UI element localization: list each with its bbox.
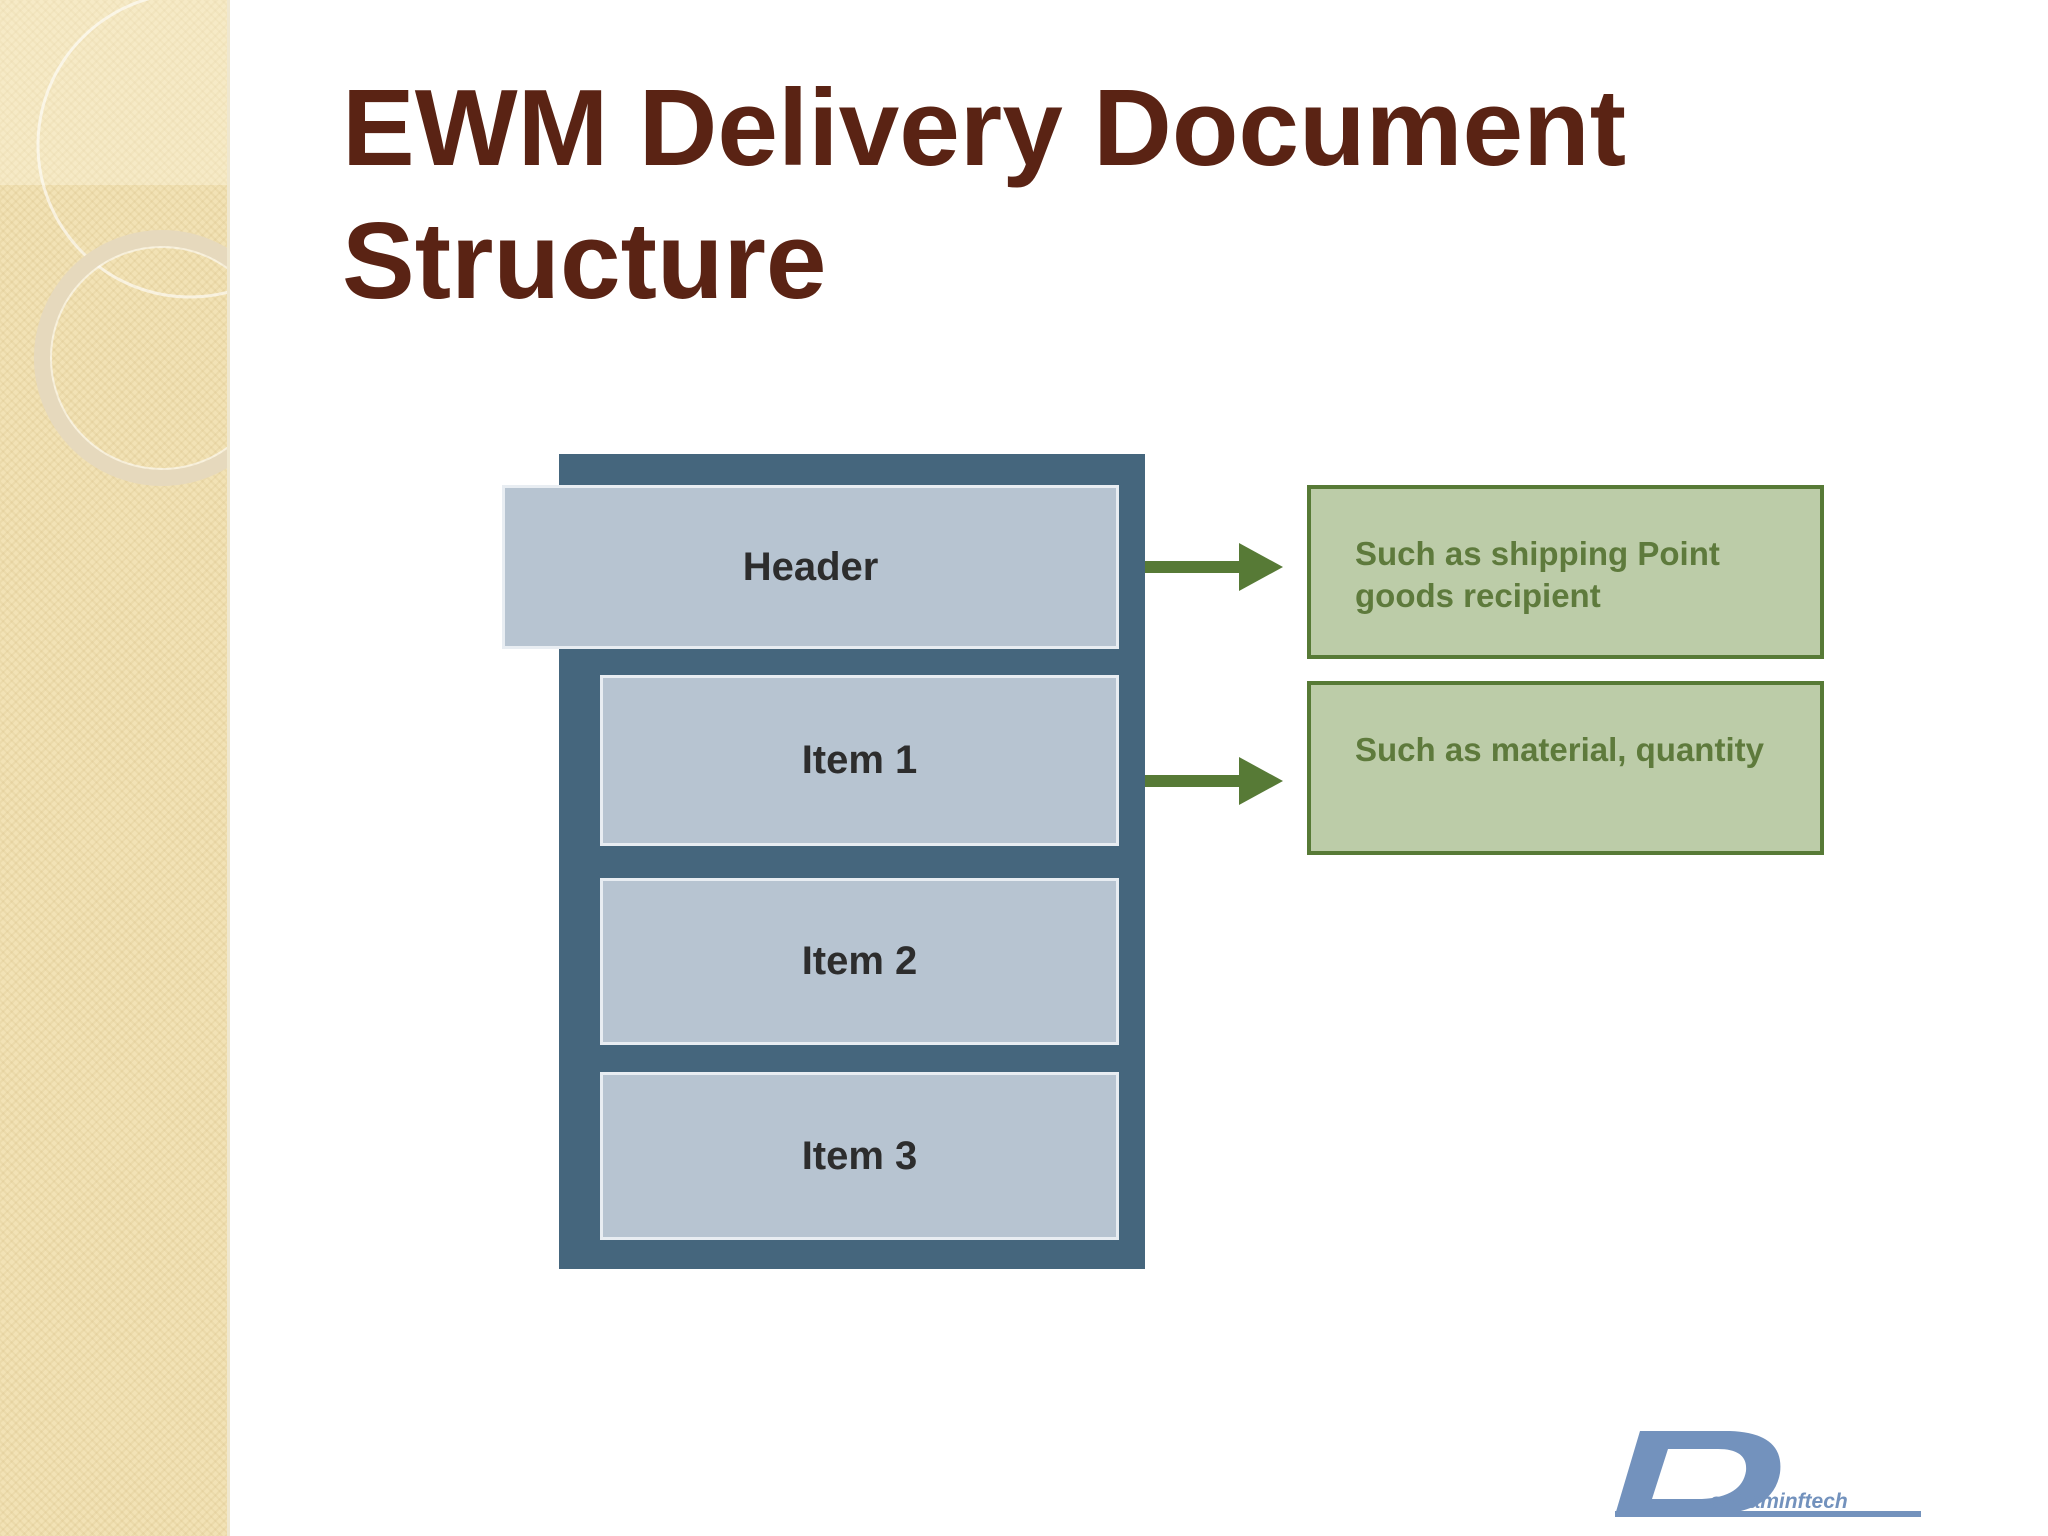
item-label: Item 3 <box>801 1133 918 1178</box>
company-logo: aniraminftech <box>1615 1431 1921 1517</box>
item-label: Item 1 <box>801 738 918 782</box>
item-note-text: Such as material, quantity <box>1355 731 1764 768</box>
logo-text: aniraminftech <box>1710 1490 1848 1513</box>
slide-title: EWM Delivery Document Structure <box>342 67 1627 322</box>
header-note-box: Such as shipping Point goods recipient <box>1307 485 1824 659</box>
item-box-1: Item 1 <box>600 675 1119 846</box>
decorative-circles-icon <box>34 0 227 486</box>
item-label: Item 2 <box>801 939 918 983</box>
item-note-box: Such as material, quantity <box>1307 681 1824 855</box>
arrow-right-icon <box>1145 543 1283 591</box>
decorative-sidebar <box>0 0 227 1536</box>
item-box-2: Item 2 <box>600 878 1119 1045</box>
header-note-text: Such as shipping Point goods recipient <box>1355 535 1720 614</box>
sidebar-divider <box>227 0 230 1536</box>
header-label: Header <box>742 544 879 589</box>
header-box: Header <box>502 485 1119 649</box>
arrow-right-icon <box>1145 757 1283 805</box>
item-box-3: Item 3 <box>600 1072 1119 1240</box>
